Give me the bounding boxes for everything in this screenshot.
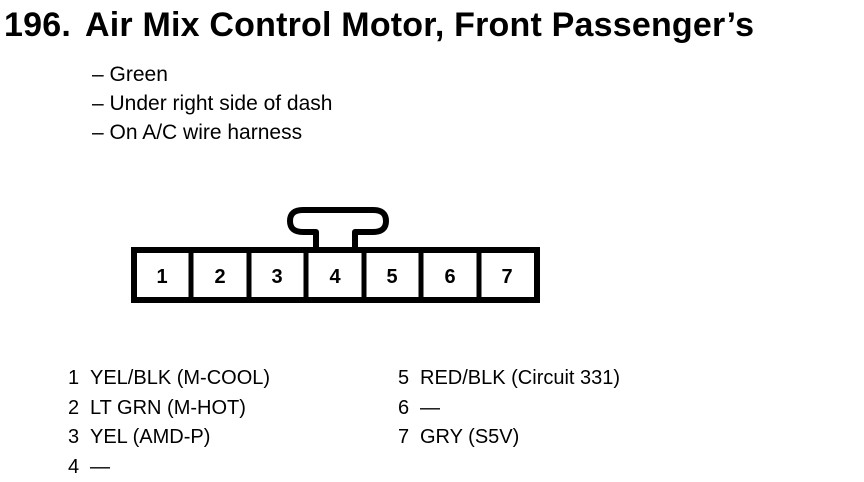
connector-pin-label: 6 xyxy=(444,266,455,288)
pin-number: 4 xyxy=(68,455,80,478)
pinout-row: 5 RED/BLK (Circuit 331) xyxy=(398,364,620,394)
pinout-row: 4— xyxy=(68,453,270,482)
pin-number: 1 xyxy=(68,367,80,389)
pin-number: 6 xyxy=(398,396,410,419)
pin-description: RED/BLK (Circuit 331) xyxy=(420,367,621,389)
pin-description: — xyxy=(420,396,440,419)
connector-pin-label: 7 xyxy=(501,266,512,288)
connector-pin-label: 3 xyxy=(271,266,282,288)
pinout-left-column: 1 YEL/BLK (M-COOL) 2 LT GRN (M-HOT) 3 YEL (… xyxy=(68,364,270,482)
pin-number: 2 xyxy=(68,396,80,419)
pin-number: 7 xyxy=(398,426,410,448)
connector-pin-label: 4 xyxy=(329,266,341,288)
connector-pin-label: 2 xyxy=(214,266,225,288)
pinout-row: 7 GRY (S5V) xyxy=(398,423,620,453)
page-title: 196. Air Mix Control Motor, Front Passeng… xyxy=(4,6,754,45)
note-location: – Under right side of dash xyxy=(92,92,333,115)
pin-description: YEL (AMD-P) xyxy=(90,426,211,448)
component-notes: – Green – Under right side of dash – On … xyxy=(92,60,332,147)
pin-number: 5 xyxy=(398,367,410,389)
connector-pin-label: 1 xyxy=(156,266,167,288)
pinout-row: 6— xyxy=(398,394,620,424)
note-color: – Green xyxy=(92,63,168,86)
connector-body xyxy=(131,247,540,303)
pinout-row: 2 LT GRN (M-HOT) xyxy=(68,394,270,424)
component-number: 196. xyxy=(4,6,71,44)
pinout-row: 3 YEL (AMD-P) xyxy=(68,423,270,453)
component-title: Air Mix Control Motor, Front Passenger’s xyxy=(84,6,755,44)
pin-description: LT GRN (M-HOT) xyxy=(90,396,246,419)
connector-lock-tab xyxy=(287,207,389,250)
pin-description: YEL/BLK (M-COOL) xyxy=(90,367,271,389)
connector-pin-label: 5 xyxy=(386,266,397,288)
pin-number: 3 xyxy=(68,426,80,448)
pin-description: GRY (S5V) xyxy=(420,426,520,448)
pinout-row: 1 YEL/BLK (M-COOL) xyxy=(68,364,270,394)
pin-description: — xyxy=(90,455,110,478)
note-harness: – On A/C wire harness xyxy=(92,121,303,144)
